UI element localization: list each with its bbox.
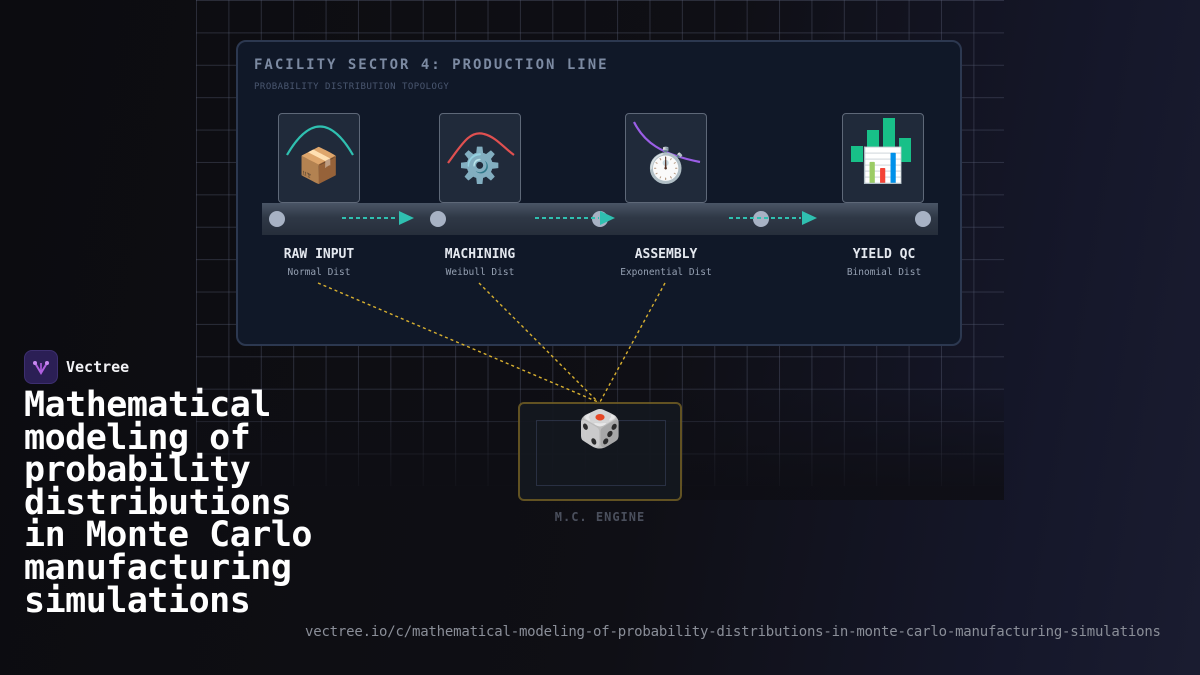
station-name-raw-input: RAW INPUT	[283, 247, 355, 262]
gear-icon: ⚙️	[458, 146, 502, 186]
brand-name: Vectree	[66, 358, 130, 376]
link-line-machining	[478, 282, 599, 403]
weibull-curve-icon	[447, 132, 515, 164]
station-raw-input-box: 📦	[278, 113, 360, 203]
link-line-raw-input	[317, 282, 599, 403]
link-line-assembly	[599, 282, 666, 403]
flow-arrow-icon	[729, 211, 817, 225]
station-name-yield-qc: YIELD QC	[852, 247, 916, 262]
dice-icon: 🎲	[577, 409, 623, 450]
engine-label: M.C. ENGINE	[554, 510, 646, 524]
vectree-logo-icon	[24, 350, 58, 384]
package-icon: 📦	[297, 146, 341, 186]
station-machining-box: ⚙️	[439, 113, 521, 203]
normal-curve-icon	[286, 125, 354, 156]
station-dist-raw-input: Normal Dist	[287, 267, 351, 278]
exponential-curve-icon	[633, 121, 701, 164]
page-url[interactable]: vectree.io/c/mathematical-modeling-of-pr…	[305, 624, 1161, 640]
production-line-panel: FACILITY SECTOR 4: PRODUCTION LINE PROBA…	[236, 40, 962, 346]
station-name-assembly: ASSEMBLY	[634, 247, 698, 262]
bar-chart-icon: 📊	[861, 146, 905, 186]
station-assembly-box: ⏱️	[625, 113, 707, 203]
flow-arrow-icon	[342, 211, 414, 225]
belt-node	[915, 211, 931, 227]
station-name-machining: MACHINING	[444, 247, 516, 262]
belt-node	[430, 211, 446, 227]
station-dist-yield-qc: Binomial Dist	[846, 267, 922, 278]
monte-carlo-engine-box: 🎲	[518, 402, 682, 501]
flow-arrow-icon	[535, 211, 615, 225]
engine-inner-frame	[536, 420, 666, 486]
station-dist-assembly: Exponential Dist	[620, 267, 712, 278]
station-dist-machining: Weibull Dist	[445, 267, 515, 278]
panel-title: FACILITY SECTOR 4: PRODUCTION LINE	[254, 57, 609, 73]
conveyor-belt	[262, 203, 938, 235]
binomial-bars-icon	[851, 118, 911, 162]
panel-subtitle: PROBABILITY DISTRIBUTION TOPOLOGY	[254, 82, 450, 92]
belt-node	[269, 211, 285, 227]
stopwatch-icon: ⏱️	[644, 146, 688, 186]
page-headline: Mathematical modeling of probability dis…	[24, 385, 313, 621]
station-yield-qc-box: 📊	[842, 113, 924, 203]
